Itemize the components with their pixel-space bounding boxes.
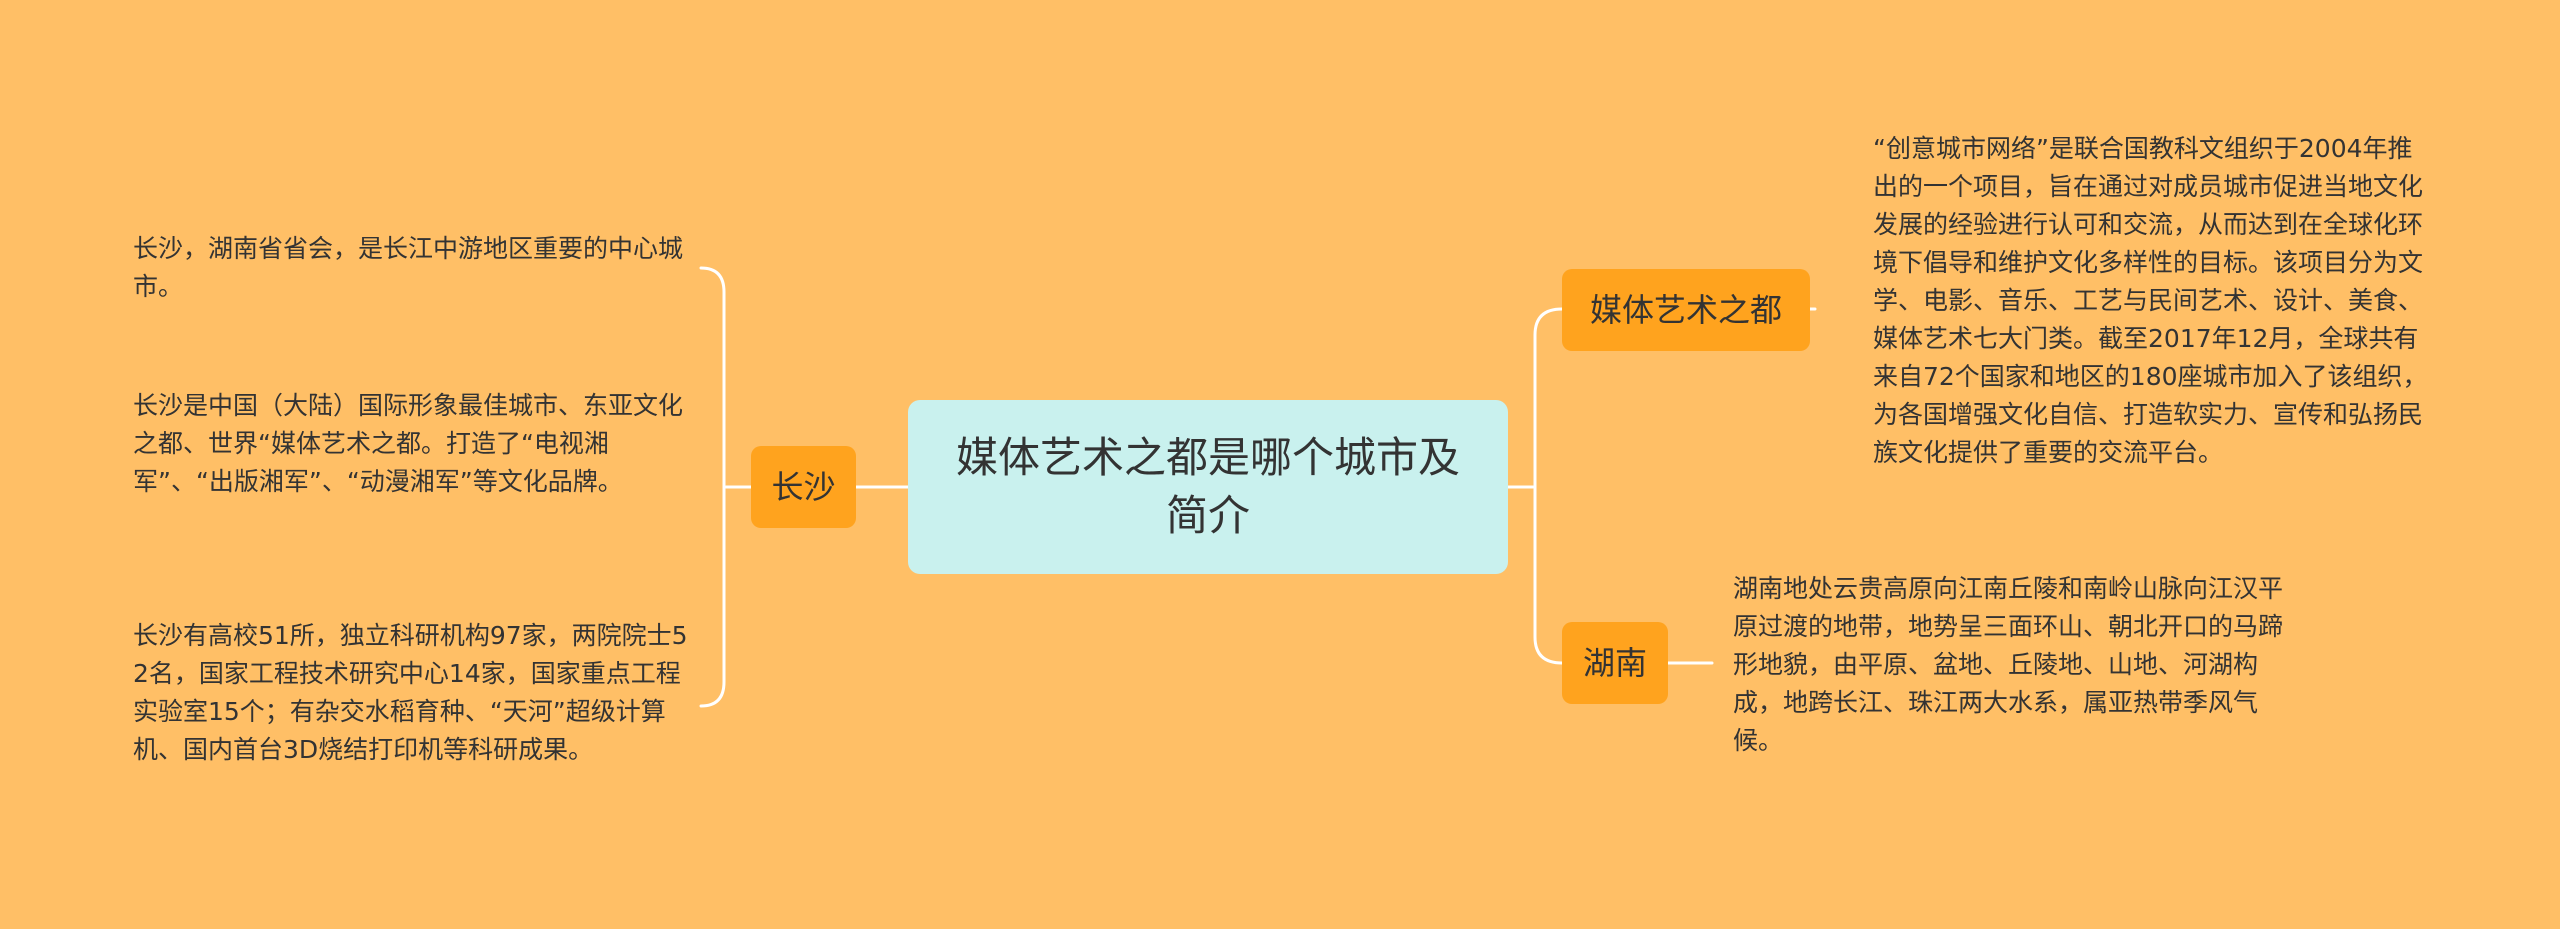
leaf-text: 长沙有高校51所，独立科研机构97家，两院院士52名，国家工程技术研究中心14家… [133,621,688,764]
branch-node-hunan[interactable]: 湖南 [1562,622,1668,704]
branch-label-media-art-city: 媒体艺术之都 [1589,291,1782,329]
connector-left-bracket [699,266,726,708]
leaf-changsha-research[interactable]: 长沙有高校51所，独立科研机构97家，两院院士52名，国家工程技术研究中心14家… [133,617,693,769]
branch-label-hunan: 湖南 [1582,644,1647,682]
root-node[interactable]: 媒体艺术之都是哪个城市及简介 [908,400,1508,574]
branch-node-changsha[interactable]: 长沙 [751,446,856,528]
branch-node-media-art-city[interactable]: 媒体艺术之都 [1562,269,1810,351]
leaf-text: 长沙是中国（大陆）国际形象最佳城市、东亚文化之都、世界“媒体艺术之都。打造了“电… [133,391,684,496]
leaf-text: 长沙，湖南省省会，是长江中游地区重要的中心城市。 [133,234,684,301]
leaf-text: 湖南地处云贵高原向江南丘陵和南岭山脉向江汉平原过渡的地带，地势呈三面环山、朝北开… [1733,574,2284,755]
connector-right-trunk [1533,307,1564,665]
root-label: 媒体艺术之都是哪个城市及简介 [955,433,1460,540]
leaf-text: “创意城市网络”是联合国教科文组织于2004年推出的一个项目，旨在通过对成员城市… [1873,134,2428,467]
leaf-changsha-culture[interactable]: 长沙是中国（大陆）国际形象最佳城市、东亚文化之都、世界“媒体艺术之都。打造了“电… [133,387,693,501]
branch-label-changsha: 长沙 [771,468,836,506]
leaf-media-art-city[interactable]: “创意城市网络”是联合国教科文组织于2004年推出的一个项目，旨在通过对成员城市… [1873,130,2433,472]
leaf-changsha-capital[interactable]: 长沙，湖南省省会，是长江中游地区重要的中心城市。 [133,230,693,306]
leaf-hunan[interactable]: 湖南地处云贵高原向江南丘陵和南岭山脉向江汉平原过渡的地带，地势呈三面环山、朝北开… [1733,570,2293,760]
